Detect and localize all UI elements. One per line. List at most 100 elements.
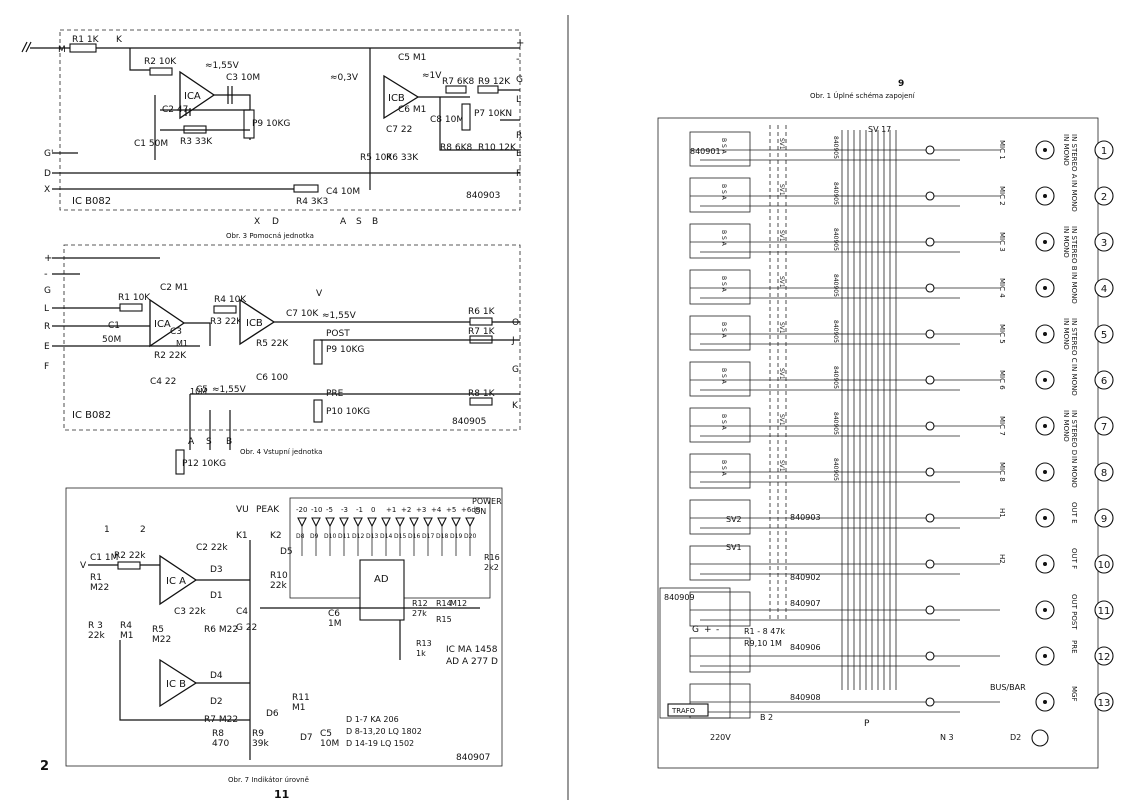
d3-code: 840907 — [456, 753, 490, 763]
channel-module-code: 840905 — [832, 366, 839, 389]
d2-ica: ICA — [154, 319, 171, 330]
d3-c3: C3 22k — [174, 607, 206, 617]
d2-g: G — [44, 286, 51, 296]
d2-bb: B — [226, 437, 232, 447]
channel-switch — [925, 145, 935, 155]
channel-number: 13 — [1098, 698, 1111, 709]
d2-p9: P9 10KG — [326, 345, 364, 355]
d3-led-diode — [437, 517, 447, 528]
d1-code: 840903 — [466, 191, 500, 201]
d3-d7: D7 — [300, 733, 313, 743]
channel-number: 6 — [1101, 376, 1107, 387]
sw-sv17: SV 17 — [868, 125, 891, 134]
channel-switch-label: SV1 — [778, 230, 785, 242]
d3-r10: R10 — [270, 571, 288, 581]
d3-r12: R12 — [412, 599, 428, 608]
channel-switch-label: SV1 — [778, 322, 785, 334]
channel-bsa-label: B S A — [720, 276, 727, 293]
xlr-pin — [1043, 700, 1047, 704]
channel-number-circle — [1094, 416, 1114, 436]
d3-k2: K2 — [270, 531, 282, 541]
d3-led-diode — [325, 517, 335, 528]
d3-r6: R6 M22 — [204, 625, 238, 635]
d3-led-diode — [423, 517, 433, 528]
d1-c6-label: C6 M1 — [398, 105, 426, 115]
code-840906: 840906 — [790, 643, 821, 652]
d3-ad: AD — [374, 574, 389, 585]
d3-ic-note2: AD A 277 D — [446, 657, 498, 667]
d3-d-note3: D 14-19 LQ 1502 — [346, 739, 414, 748]
d1-c7-label: C7 22 — [386, 125, 412, 135]
left-page: R1 1K M K R2 10K ICA ≈1,55V C3 10M P9 10… — [21, 29, 524, 800]
d3-r14: R14 — [436, 599, 452, 608]
d3-diode-label: D20 — [464, 533, 476, 540]
d3-r10v: 22k — [270, 581, 287, 591]
d3-k1: K1 — [236, 531, 248, 541]
d3-d2: D2 — [210, 697, 223, 707]
channel-switch — [925, 421, 935, 431]
channel-mic-label: MIC 6 — [998, 370, 1006, 390]
d3-led-diode — [311, 517, 321, 528]
d2-c4: C4 22 — [150, 377, 176, 387]
r-note1: R1 - 8 47k — [744, 627, 785, 636]
d3-scale-mark: +3 — [416, 506, 426, 514]
right-page-number: 9 — [898, 79, 904, 89]
channel-label: PRE — [1070, 640, 1078, 654]
d3-diode-label: D15 — [394, 533, 406, 540]
d3-d1: D1 — [210, 591, 223, 601]
d2-minus: - — [44, 269, 48, 280]
d3-vu: VU — [236, 505, 249, 515]
channel-number: 9 — [1101, 514, 1107, 525]
channel-sublabel: IN MONO — [1062, 410, 1070, 442]
channel-switch — [925, 513, 935, 523]
d2-plus: + — [44, 253, 52, 264]
channel-switch-label: SV1 — [778, 184, 785, 196]
channel-mic-label: H1 — [998, 508, 1006, 518]
channel-number-circle — [1094, 324, 1114, 344]
d2-caption: Obr. 4 Vstupní jednotka — [240, 448, 322, 456]
d1-r2-label: R2 10K — [144, 57, 177, 67]
d3-scale-mark: -20 — [296, 506, 307, 514]
channel-module — [689, 177, 751, 213]
d1-icb-opamp — [383, 74, 420, 120]
channel-module — [689, 361, 751, 397]
d2-v: V — [316, 289, 323, 299]
d3-diode-label: D9 — [310, 533, 319, 540]
d3-scale-mark: +4 — [431, 506, 442, 514]
channel-number-circle — [1094, 278, 1114, 298]
channel-module-code: 840905 — [832, 412, 839, 435]
diagram-input-unit: + - G L R E F R1 10K C1 50M C2 M1 ICA C3… — [44, 244, 521, 475]
d1-bd: D — [272, 217, 279, 227]
d2-r5: R5 22K — [256, 339, 289, 349]
channel-sublabel: IN MONO — [1062, 134, 1070, 166]
channel-number-circle — [1094, 554, 1114, 574]
d2-ba: A — [188, 437, 195, 447]
diagram3-border — [65, 487, 503, 767]
channel-label: OUT POST — [1070, 594, 1078, 630]
d3-led-diode — [353, 517, 363, 528]
d3-r16: R16 — [484, 553, 500, 562]
channel-module-code: 840905 — [832, 274, 839, 297]
d1-c1-label: C1 50M — [134, 139, 168, 149]
d2-code: 840905 — [452, 417, 486, 427]
diagram-auxiliary-unit: R1 1K M K R2 10K ICA ≈1,55V C3 10M P9 10… — [21, 29, 524, 240]
d3-c6v: 1M — [328, 619, 342, 629]
d3-d-note2: D 8-13,20 LQ 1802 — [346, 727, 422, 736]
channel-switch-label: SV1 — [778, 138, 785, 150]
d3-scale-mark: -10 — [311, 506, 322, 514]
channel-bsa-label: B S A — [720, 138, 727, 155]
d2-o: O — [512, 318, 519, 328]
d2-r2: R2 22K — [154, 351, 187, 361]
channel-number-circle — [1094, 232, 1114, 252]
r-note2: R9,10 1M — [744, 639, 782, 648]
d1-r1-label: R1 1K — [72, 35, 100, 45]
d3-r1v: M22 — [90, 583, 109, 593]
channel-module-code: 840905 — [832, 136, 839, 159]
channel-number-circle — [1094, 186, 1114, 206]
d3-r9v: 39k — [252, 739, 269, 749]
d3-led-diode — [465, 517, 475, 528]
xlr-pin — [1043, 332, 1047, 336]
xlr-pin — [1043, 470, 1047, 474]
d3-c5v: 10M — [320, 739, 339, 749]
